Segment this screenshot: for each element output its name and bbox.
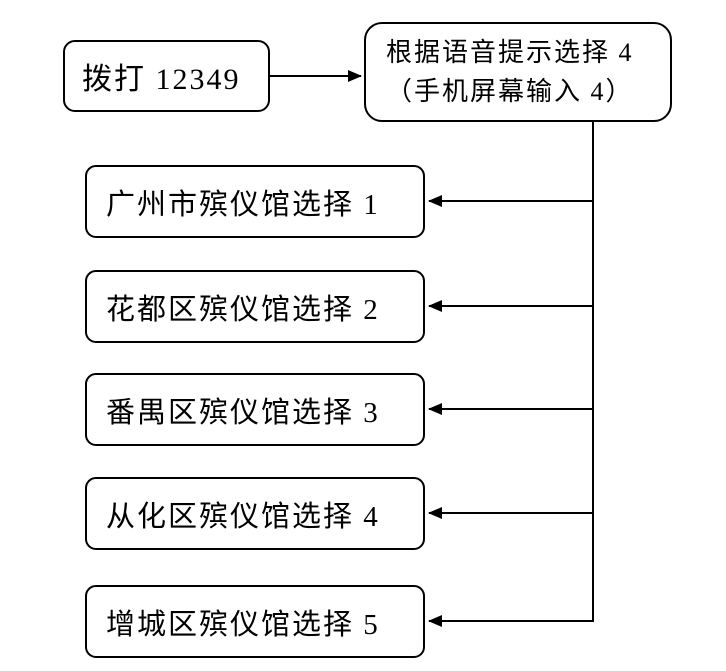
- option-label-guangzhou: 广州市殡仪馆选择 1: [106, 188, 380, 221]
- option-label-conghua: 从化区殡仪馆选择 4: [106, 500, 380, 533]
- dial-12349-label: 拨打 12349: [82, 63, 241, 96]
- voice-prompt-line1: 根据语音提示选择 4: [386, 38, 634, 67]
- dial-12349-node: 拨打 12349: [63, 40, 270, 112]
- voice-prompt-node: 根据语音提示选择 4 （手机屏幕输入 4）: [364, 22, 672, 122]
- option-node-conghua: 从化区殡仪馆选择 4: [85, 477, 425, 550]
- option-node-huadu: 花都区殡仪馆选择 2: [85, 270, 425, 343]
- arrow-trunk-to-option-5: [428, 122, 594, 627]
- option-label-zengcheng: 增城区殡仪馆选择 5: [106, 608, 380, 641]
- option-label-panyu: 番禺区殡仪馆选择 3: [106, 396, 380, 429]
- option-node-guangzhou: 广州市殡仪馆选择 1: [85, 165, 425, 238]
- option-node-panyu: 番禺区殡仪馆选择 3: [85, 373, 425, 446]
- option-label-huadu: 花都区殡仪馆选择 2: [106, 293, 380, 326]
- voice-prompt-line2: （手机屏幕输入 4）: [386, 77, 634, 106]
- option-node-zengcheng: 增城区殡仪馆选择 5: [85, 585, 425, 658]
